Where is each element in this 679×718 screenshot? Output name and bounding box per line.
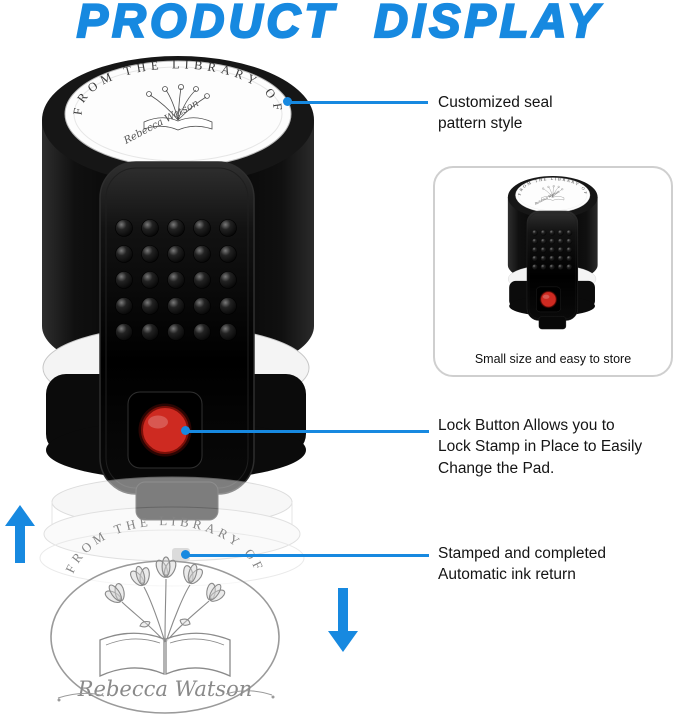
callout-line-text: Lock Stamp in Place to Easily xyxy=(438,438,643,456)
lock-callout-line xyxy=(189,430,429,433)
disc-illustration xyxy=(143,84,213,131)
stamp-body-art: FROM THE LIBRARY OF Rebecca Watson xyxy=(42,56,314,521)
up-arrow-icon xyxy=(5,505,35,563)
callout-line-text: Change the Pad. xyxy=(438,459,555,477)
callout-lock-button: Lock Button Allows you to Lock Stamp in … xyxy=(438,415,642,479)
seal-open-book xyxy=(99,632,231,678)
stamped-callout-dot xyxy=(181,550,190,559)
callout-line-text: Automatic ink return xyxy=(438,566,576,584)
stamp-product-image: FROM THE LIBRARY OF Rebecca Watson xyxy=(39,56,314,714)
stamped-callout-line xyxy=(189,554,429,557)
callout-line-text: Lock Button Allows you to xyxy=(438,417,615,434)
callout-line-text: pattern style xyxy=(438,115,523,133)
inset-caption: Small size and easy to store xyxy=(474,352,632,366)
down-arrow-icon xyxy=(328,588,358,652)
callout-line-text: Customized seal xyxy=(438,94,553,111)
seal-bouquet xyxy=(121,578,210,643)
lock-callout-dot xyxy=(181,426,190,435)
callout-seal-pattern: Customized seal pattern style xyxy=(438,92,553,135)
inset-small-size-box: Small size and easy to store xyxy=(433,166,673,377)
callout-stamped-return: Stamped and completed Automatic ink retu… xyxy=(438,543,606,586)
seal-owner-name: Rebecca Watson xyxy=(77,677,253,701)
seal-callout-line xyxy=(291,101,428,104)
seal-callout-dot xyxy=(283,97,292,106)
inset-stamp-image xyxy=(435,172,671,340)
page-title: PRODUCT DISPLAY xyxy=(76,0,603,48)
callout-line-text: Stamped and completed xyxy=(438,545,607,562)
